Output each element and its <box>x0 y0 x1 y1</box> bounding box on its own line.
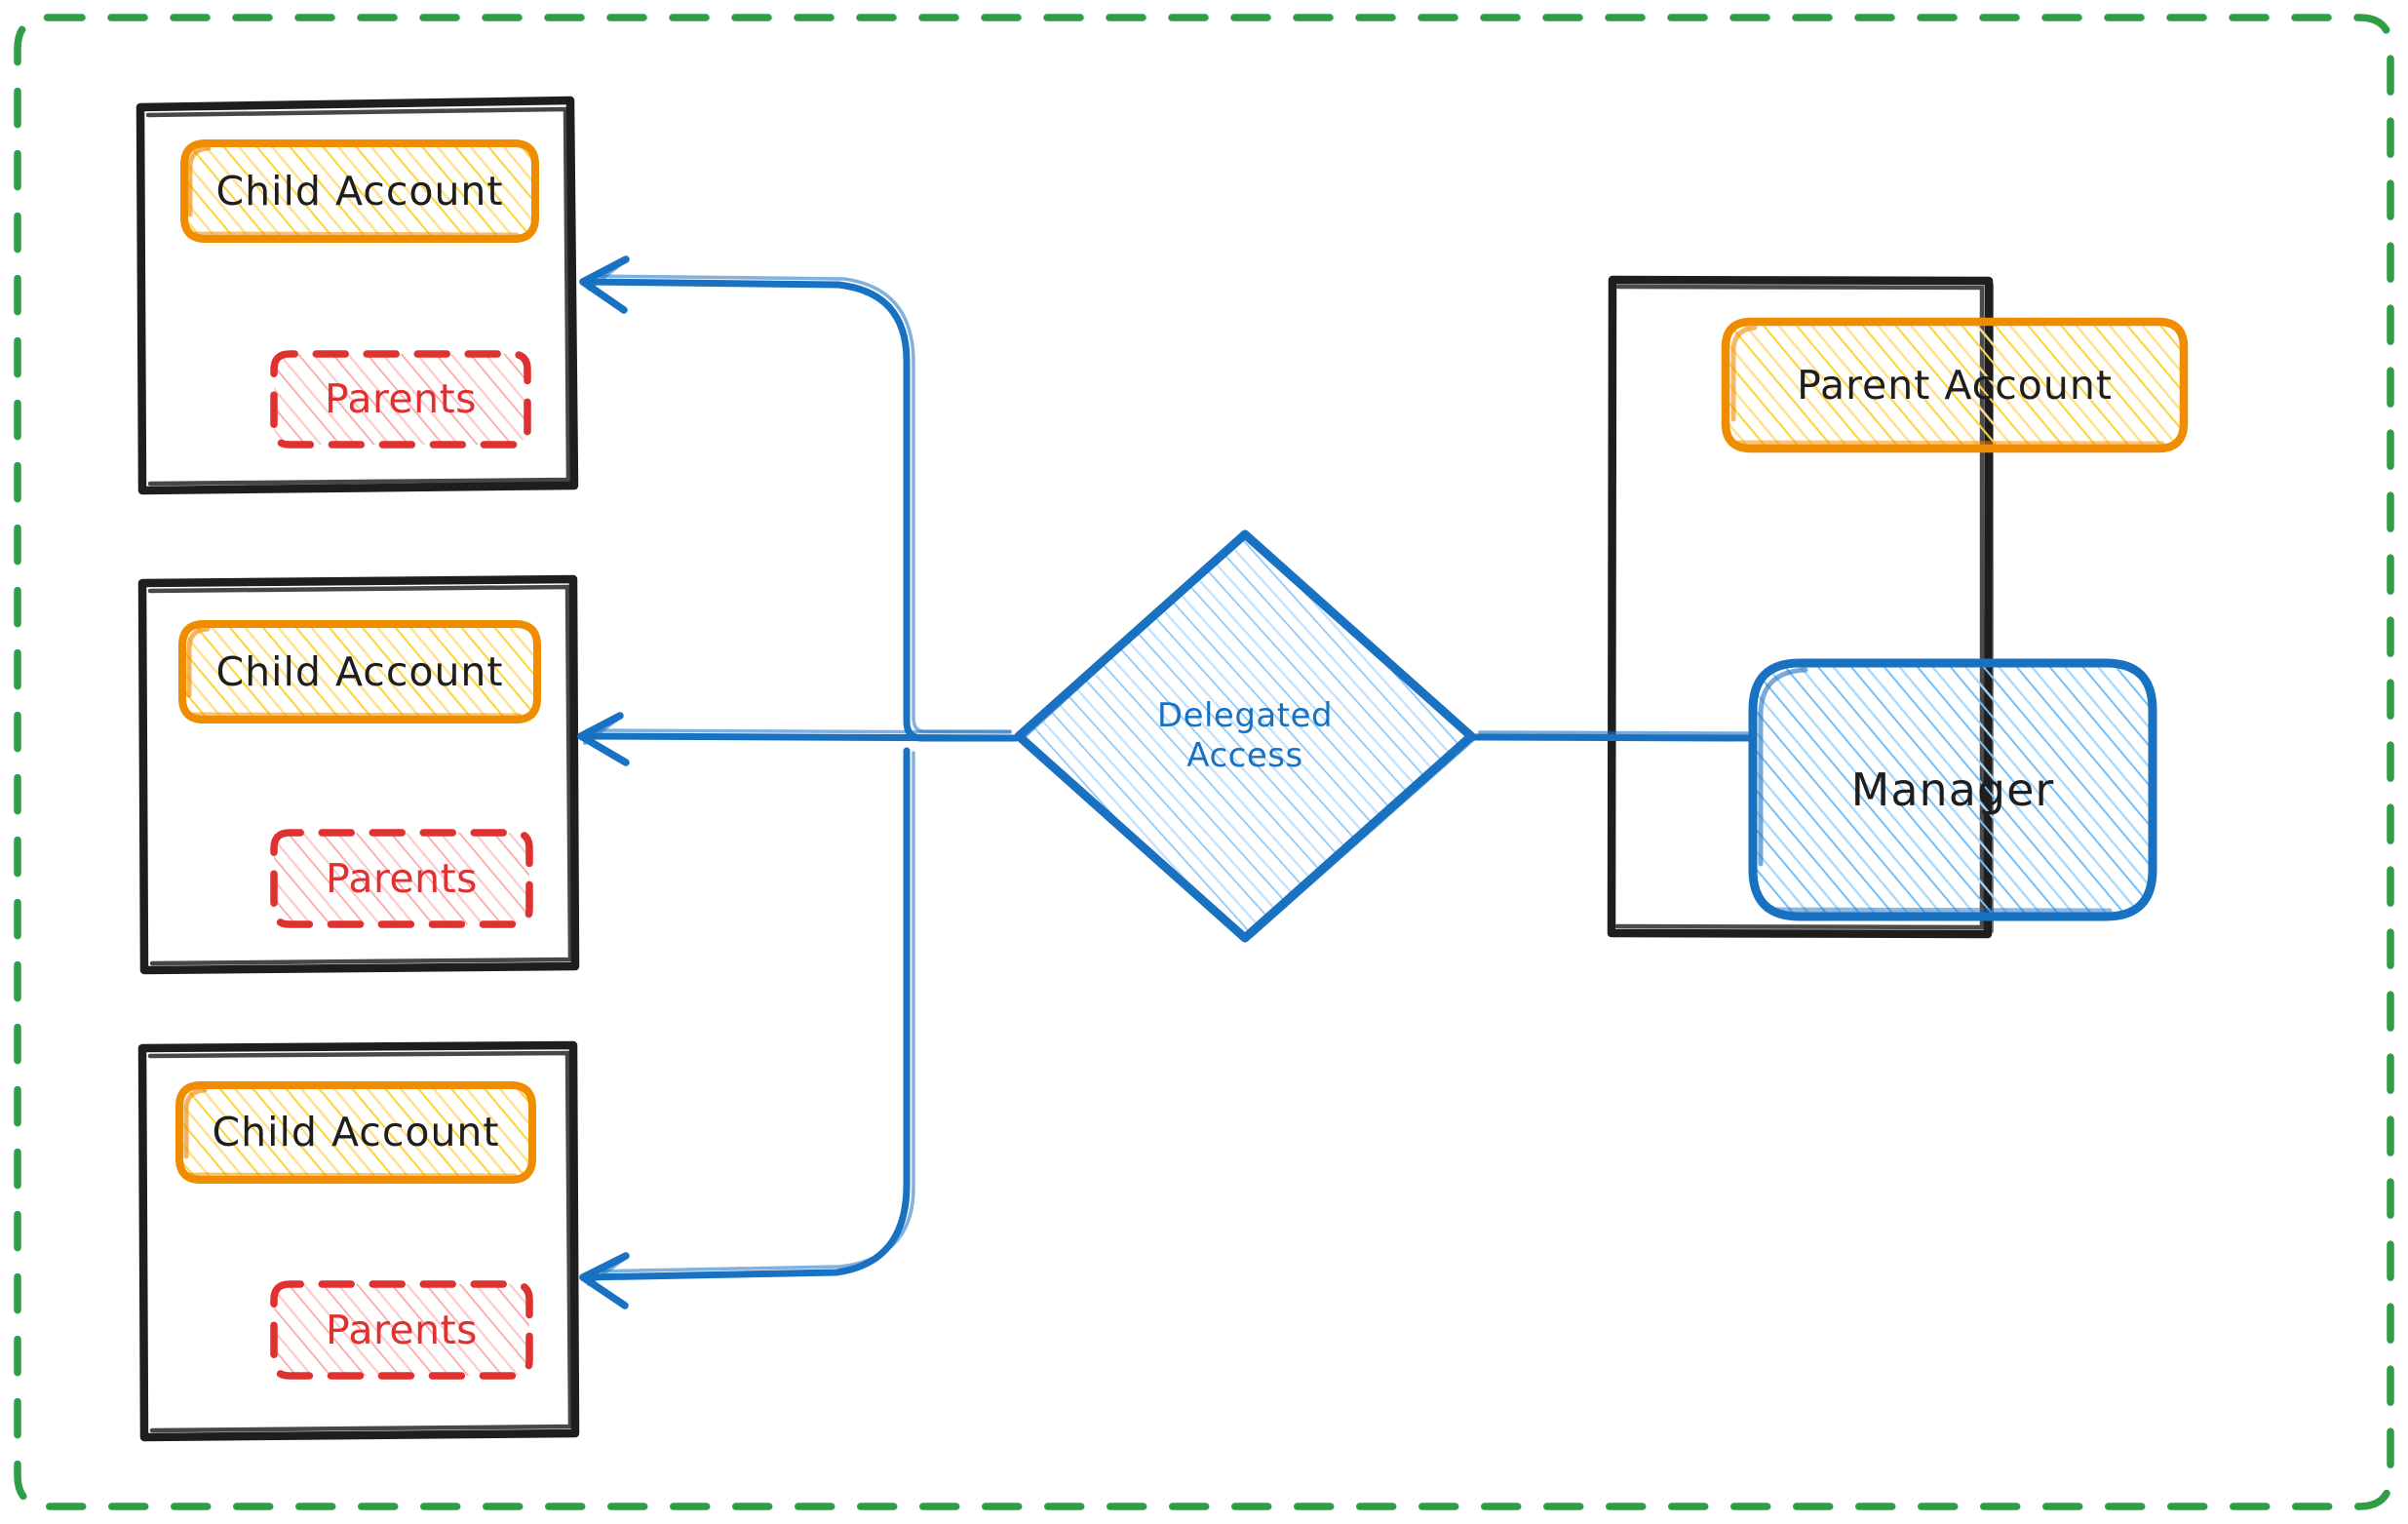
manager-badge[interactable] <box>1748 658 2157 921</box>
parents-badge-1[interactable] <box>270 350 531 449</box>
child-account-badge-2[interactable] <box>178 620 541 723</box>
parents-badge-3[interactable] <box>270 1280 533 1380</box>
parent-account-badge[interactable] <box>1721 317 2189 453</box>
parents-badge-2[interactable] <box>270 829 533 928</box>
connector-manager-to-delegated-access <box>1470 730 1755 742</box>
child-account-badge-1[interactable] <box>180 139 539 243</box>
delegated-access-diamond[interactable] <box>1014 529 1478 945</box>
organization-boundary <box>14 14 2394 1510</box>
child-account-badge-3[interactable] <box>175 1081 536 1184</box>
connector-delegated-access-to-child-1 <box>579 255 1020 742</box>
connector-delegated-access-to-child-3 <box>579 747 915 1309</box>
